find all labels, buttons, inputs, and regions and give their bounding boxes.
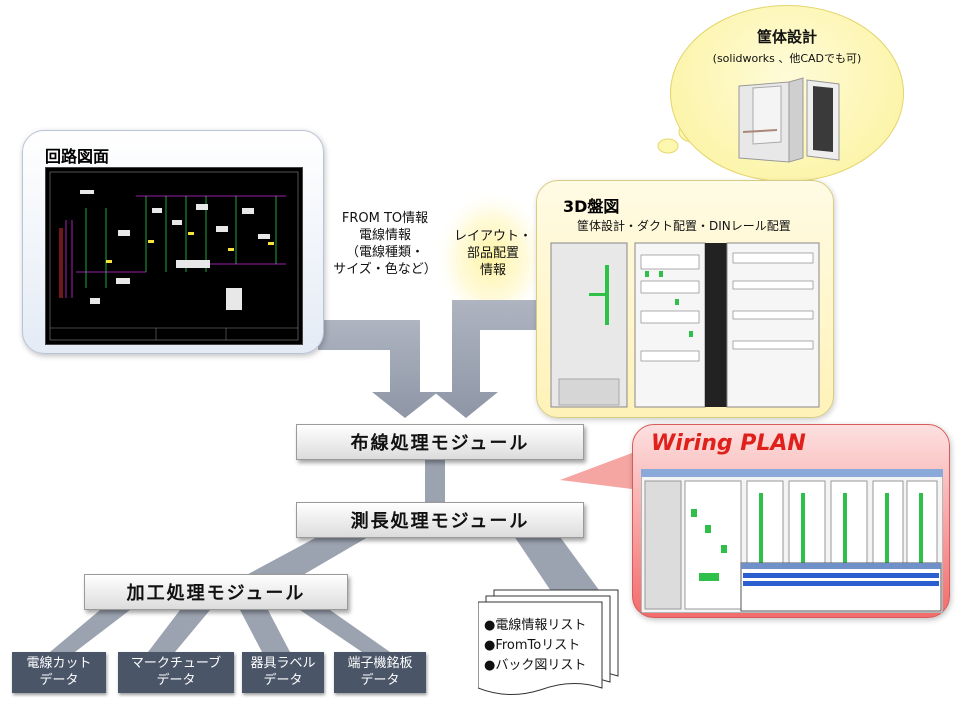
fromto-info-line3: （電線種類・	[345, 245, 424, 260]
layout-info-glow	[434, 188, 550, 328]
output-device-label-line2: データ	[263, 673, 303, 688]
wiring-plan-title: Wiring PLAN	[651, 431, 806, 456]
output-device-label-line1: 器具ラベル	[250, 656, 316, 671]
enclosure-bubble: 筐体設計 (solidworks 、他CADでも可)	[670, 5, 904, 182]
output-wire-cut-line1: 電線カット	[26, 656, 92, 671]
wiring-plan-panel: Wiring PLAN	[632, 424, 950, 618]
output-mark-tube-line1: マークチューブ	[130, 656, 222, 671]
output-terminal-plate-data: 端子機銘板 データ	[334, 652, 426, 693]
fromto-info-line1: FROM TO情報	[341, 211, 429, 226]
output-mark-tube-line2: データ	[156, 673, 196, 688]
enclosure-subtitle: (solidworks 、他CADでも可)	[712, 52, 862, 65]
layout-info-line3: 情報	[479, 263, 506, 278]
connector-process-out1	[50, 610, 130, 652]
output-terminal-plate-line1: 端子機銘板	[347, 656, 413, 671]
fromto-info-caption: FROM TO情報 電線情報 （電線種類・ サイズ・色など）	[326, 210, 444, 278]
arrow-from-circuit	[318, 320, 438, 418]
wiring-module: 布線処理モジュール	[296, 424, 584, 460]
output-wire-cut-data: 電線カット データ	[12, 652, 106, 693]
arrow-from-3d-panel	[434, 300, 540, 418]
doc-back-diagram-list: ●バック図リスト	[484, 658, 587, 673]
document-list: ●電線情報リスト ●FromToリスト ●バック図リスト	[484, 616, 586, 676]
document-stack-pages	[478, 589, 619, 696]
output-mark-tube-data: マークチューブ データ	[118, 652, 234, 693]
enclosure-title: 筐体設計	[756, 28, 817, 46]
panel3d: 3D盤図 筐体設計・ダクト配置・DINレール配置	[536, 180, 834, 418]
output-terminal-plate-line2: データ	[360, 673, 400, 688]
panel3d-title: 3D盤図	[563, 197, 620, 216]
output-wire-cut-line2: データ	[39, 673, 79, 688]
document-stack: ●電線情報リスト ●FromToリスト ●バック図リスト	[478, 588, 619, 696]
circuit-title: 回路図面	[45, 147, 110, 166]
panel3d-image	[550, 242, 820, 408]
connector-wiring-measure	[425, 458, 445, 502]
layout-info-line2: 部品配置	[466, 246, 519, 261]
connector-process-out4	[300, 610, 390, 652]
process-module: 加工処理モジュール	[84, 574, 348, 610]
connector-process-out3	[240, 610, 290, 652]
measure-module: 測長処理モジュール	[296, 502, 584, 538]
thought-bubble-small	[657, 138, 679, 154]
output-device-label-data: 器具ラベル データ	[242, 652, 324, 693]
layout-info-caption: レイアウト・ 部品配置 情報	[448, 228, 538, 279]
wiring-plan-pointer	[560, 450, 640, 490]
circuit-panel: 回路図面	[22, 130, 324, 354]
doc-fromto-list: ●FromToリスト	[484, 638, 581, 653]
enclosure-cabinet-image	[738, 77, 840, 163]
wiring-plan-screenshot	[641, 469, 943, 613]
fromto-info-line2: 電線情報	[358, 228, 411, 243]
doc-wire-info-list: ●電線情報リスト	[484, 618, 587, 633]
circuit-schematic-image	[45, 167, 303, 345]
layout-info-line1: レイアウト・	[453, 229, 532, 244]
connector-process-out2	[148, 610, 210, 652]
fromto-info-line4: サイズ・色など）	[333, 262, 437, 277]
schematic-drawing	[49, 171, 299, 341]
panel3d-subtitle: 筐体設計・ダクト配置・DINレール配置	[577, 219, 791, 233]
